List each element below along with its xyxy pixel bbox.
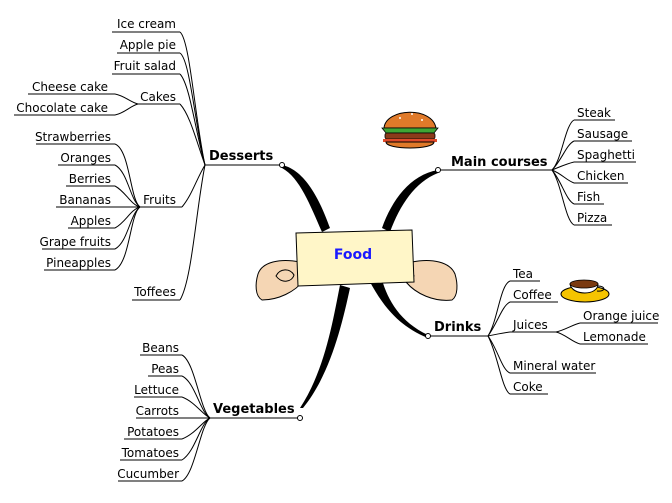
leaf-toffees: Toffees	[133, 285, 176, 299]
leaf-orange-juice: Orange juice	[583, 309, 659, 323]
leaf-tea: Tea	[512, 267, 533, 281]
center-node	[295, 229, 415, 287]
drinks-label: Drinks	[434, 320, 482, 335]
leaf-mineral-water: Mineral water	[513, 359, 595, 373]
vegetables-label: Vegetables	[213, 402, 295, 417]
coffee-cup-icon	[560, 279, 610, 303]
leaf-carrots: Carrots	[136, 404, 179, 418]
main-courses-branch	[438, 119, 636, 226]
leaf-apple-pie: Apple pie	[120, 38, 176, 52]
desserts-branch	[14, 31, 282, 301]
leaf-lettuce: Lettuce	[134, 383, 179, 397]
leaf-spaghetti: Spaghetti	[577, 148, 635, 162]
leaf-bananas: Bananas	[59, 193, 111, 207]
leaf-cucumber: Cucumber	[117, 467, 179, 481]
leaf-grape-fruits: Grape fruits	[40, 235, 111, 249]
drinks-branch	[428, 280, 658, 395]
main-courses-label: Main courses	[451, 155, 548, 170]
leaf-pizza: Pizza	[577, 211, 607, 225]
leaf-apples: Apples	[71, 214, 111, 228]
leaf-oranges: Oranges	[60, 151, 111, 165]
leaf-steak: Steak	[577, 106, 611, 120]
leaf-lemonade: Lemonade	[583, 330, 646, 344]
vegetables-branch	[118, 354, 300, 482]
leaf-pineapples: Pineapples	[46, 256, 111, 270]
connector-dots	[279, 162, 441, 421]
hamburger-icon	[381, 111, 439, 149]
fruits-label: Fruits	[143, 193, 176, 207]
leaf-beans: Beans	[142, 341, 179, 355]
leaf-peas: Peas	[151, 362, 179, 376]
hands-icon	[255, 260, 458, 301]
leaf-fruit-salad: Fruit salad	[114, 59, 176, 73]
leaf-berries: Berries	[69, 172, 111, 186]
juices-label: Juices	[512, 318, 548, 332]
leaf-strawberries: Strawberries	[35, 130, 111, 144]
desserts-label: Desserts	[209, 149, 274, 164]
leaf-coffee: Coffee	[513, 288, 552, 302]
center-branches	[282, 165, 438, 408]
leaf-tomatoes: Tomatoes	[121, 446, 179, 460]
leaf-coke: Coke	[513, 380, 543, 394]
leaf-potatoes: Potatoes	[127, 425, 179, 439]
leaf-chicken: Chicken	[577, 169, 624, 183]
leaf-ice-cream: Ice cream	[117, 17, 176, 31]
leaf-fish: Fish	[577, 190, 600, 204]
center-label: Food	[334, 247, 372, 263]
leaf-cheese-cake: Cheese cake	[32, 80, 108, 94]
leaf-chocolate-cake: Chocolate cake	[16, 101, 108, 115]
leaf-sausage: Sausage	[577, 127, 628, 141]
cakes-label: Cakes	[140, 90, 176, 104]
